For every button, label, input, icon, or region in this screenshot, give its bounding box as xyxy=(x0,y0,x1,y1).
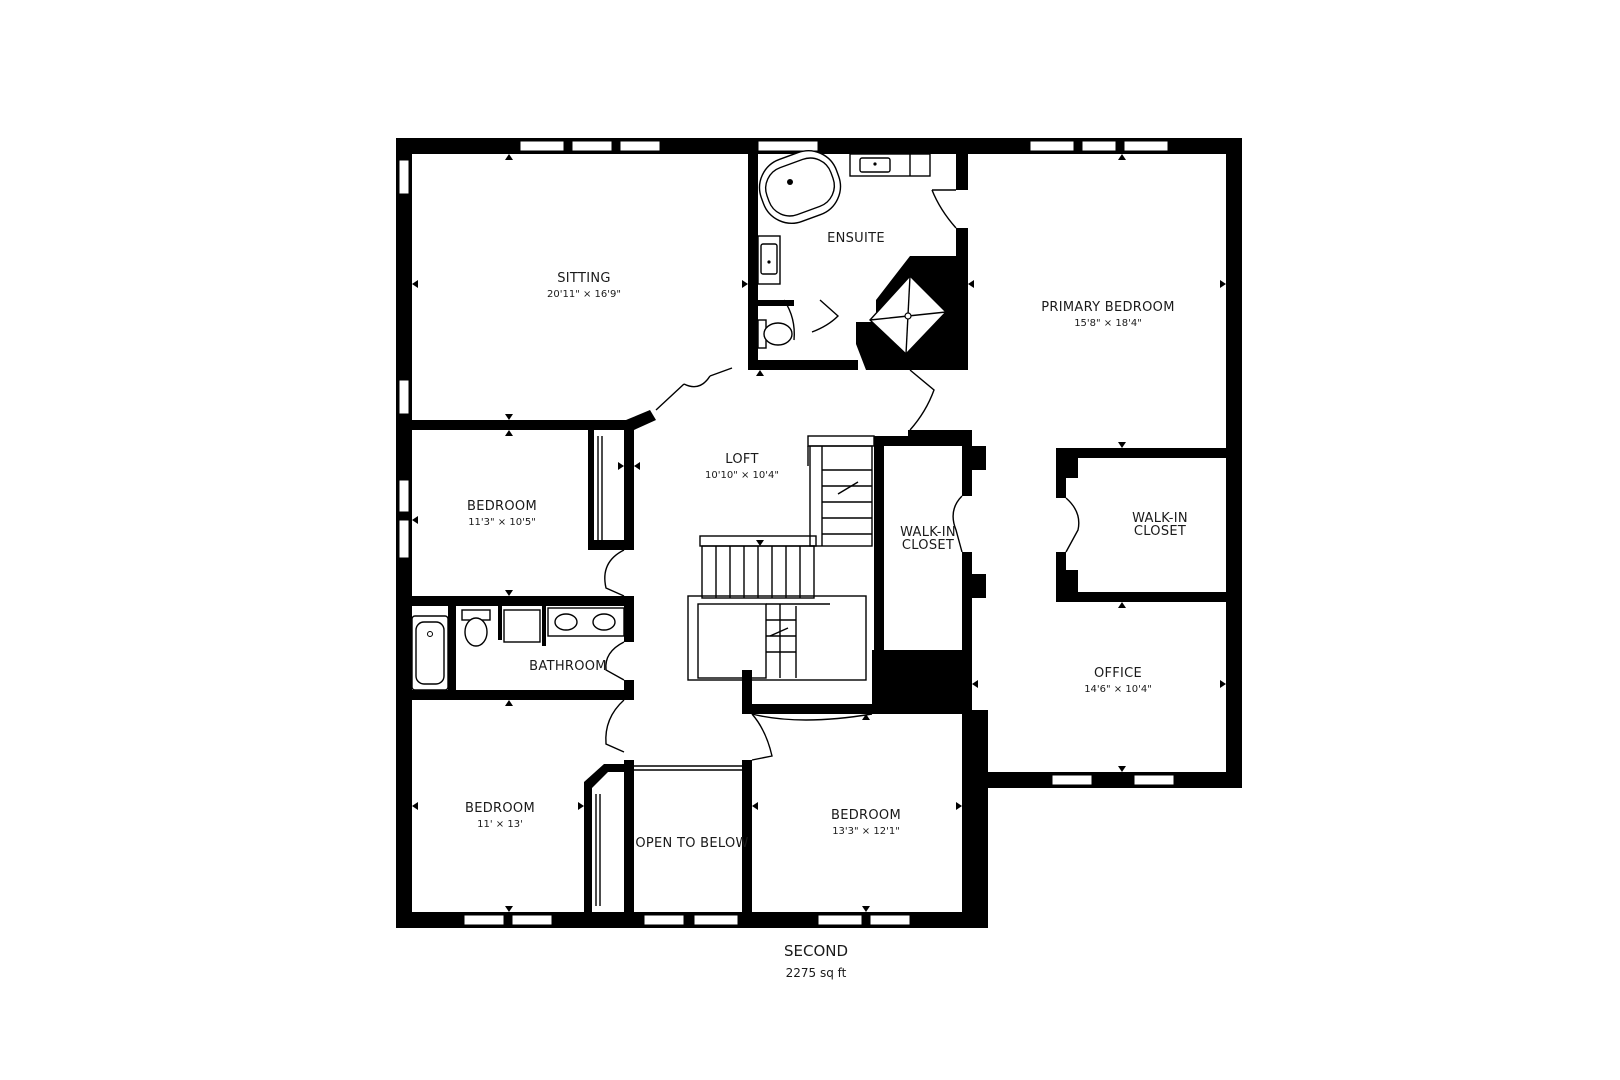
room-name: BEDROOM xyxy=(831,808,901,823)
room-office: OFFICE 14'6" × 10'4" xyxy=(1084,666,1152,695)
room-dimensions: 20'11" × 16'9" xyxy=(547,289,621,300)
sink-icon xyxy=(849,153,931,177)
bathtub-icon xyxy=(411,615,449,691)
toilet-icon xyxy=(461,609,491,647)
room-name: BEDROOM xyxy=(465,801,535,816)
bathtub-icon xyxy=(758,150,842,224)
room-sitting: SITTING 20'11" × 16'9" xyxy=(547,271,621,300)
room-name: BATHROOM xyxy=(529,659,607,674)
shower-icon xyxy=(503,609,541,643)
dimension-marker-icon xyxy=(412,154,1226,912)
room-walkin-closet-1: WALK-IN CLOSET xyxy=(900,525,956,553)
room-bedroom-2: BEDROOM 11' × 13' xyxy=(465,801,535,830)
railing-icon xyxy=(634,765,742,771)
room-name: SITTING xyxy=(557,271,610,286)
room-primary-bedroom: PRIMARY BEDROOM 15'8" × 18'4" xyxy=(1041,300,1174,329)
room-open-to-below: OPEN TO BELOW xyxy=(635,836,748,851)
closet-door-icon xyxy=(595,794,601,906)
toilet-icon xyxy=(757,319,793,349)
floor-name: SECOND xyxy=(784,942,848,960)
room-name: LOFT xyxy=(725,452,758,467)
room-ensuite: ENSUITE xyxy=(827,231,885,246)
room-loft: LOFT 10'10" × 10'4" xyxy=(705,452,779,481)
room-walkin-closet-2: WALK-IN CLOSET xyxy=(1132,511,1188,539)
room-dimensions: 15'8" × 18'4" xyxy=(1074,318,1142,329)
room-dimensions: 14'6" × 10'4" xyxy=(1084,684,1152,695)
room-bedroom-1: BEDROOM 11'3" × 10'5" xyxy=(467,499,537,528)
sink-icon xyxy=(757,235,781,285)
floor-area: 2275 sq ft xyxy=(786,966,847,980)
room-name: ENSUITE xyxy=(827,231,885,246)
room-name: OFFICE xyxy=(1094,666,1142,681)
room-name: PRIMARY BEDROOM xyxy=(1041,300,1174,315)
staircase-icon xyxy=(687,435,875,681)
sink-icon xyxy=(547,607,625,637)
window-icon xyxy=(398,140,1175,926)
room-name-line1: WALK-IN xyxy=(1132,511,1188,526)
room-bathroom: BATHROOM xyxy=(529,659,607,674)
door-icon xyxy=(604,189,1080,761)
shower-icon xyxy=(869,274,947,355)
room-name-line1: WALK-IN xyxy=(900,525,956,540)
room-dimensions: 13'3" × 12'1" xyxy=(832,826,900,837)
room-dimensions: 11'3" × 10'5" xyxy=(468,517,536,528)
closet-door-icon xyxy=(597,436,603,540)
room-bedroom-3: BEDROOM 13'3" × 12'1" xyxy=(831,808,901,837)
room-dimensions: 10'10" × 10'4" xyxy=(705,470,779,481)
room-dimensions: 11' × 13' xyxy=(477,819,523,830)
room-name-line2: CLOSET xyxy=(902,538,954,553)
room-name: OPEN TO BELOW xyxy=(635,836,748,851)
room-name: BEDROOM xyxy=(467,499,537,514)
room-name-line2: CLOSET xyxy=(1134,524,1186,539)
